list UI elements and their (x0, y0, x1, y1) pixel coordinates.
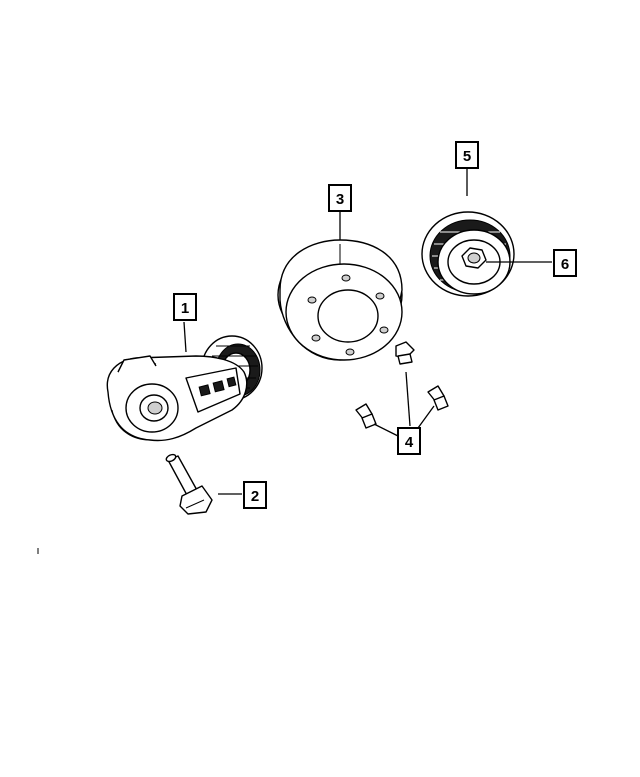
pulley-bolt-icon (461, 247, 487, 269)
tensioner-bolt-icon (165, 453, 213, 515)
leader-line-1 (183, 321, 187, 353)
callout-4: 4 (397, 427, 421, 455)
callout-5: 5 (455, 141, 479, 169)
callout-1: 1 (173, 293, 197, 321)
callout-6: 6 (553, 249, 577, 277)
callout-label: 1 (181, 300, 189, 317)
vibration-damper-icon (277, 239, 403, 361)
callout-label: 6 (561, 256, 569, 273)
callout-label: 2 (251, 488, 259, 505)
damper-bolt-icon (355, 341, 449, 429)
leader-line-4a (405, 371, 411, 427)
callout-3: 3 (328, 184, 352, 212)
callout-label: 4 (405, 434, 414, 451)
callout-label: 5 (463, 148, 471, 165)
leader-line-4c (373, 423, 399, 437)
leader-line-4b (417, 405, 435, 429)
callout-2: 2 (243, 481, 267, 509)
belt-tensioner-icon (106, 335, 263, 442)
callout-label: 3 (336, 191, 344, 208)
